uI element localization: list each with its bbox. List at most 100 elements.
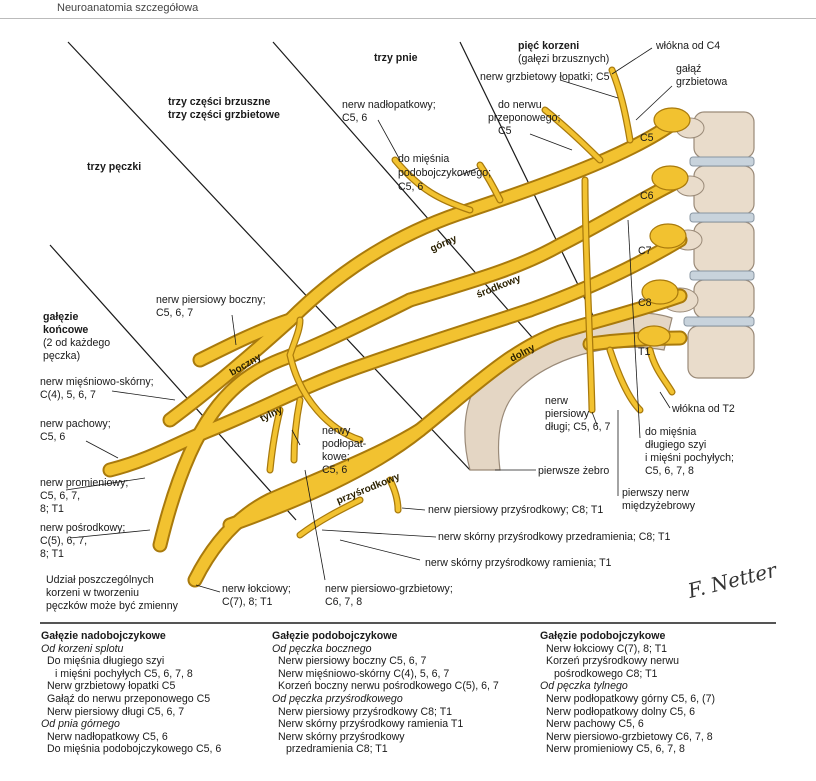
ulnar-nerve xyxy=(189,424,426,586)
label-subscapular-3: kowe; xyxy=(322,451,350,463)
label-fibers-t2: włókna od T2 xyxy=(671,403,735,415)
label-subscapular-4: C5, 6 xyxy=(322,464,347,476)
long-thoracic-nerve xyxy=(582,177,595,413)
label-fibers-c4: włókna od C4 xyxy=(655,40,720,52)
label-subscapular-1: nerwy xyxy=(322,425,351,437)
label-scalene-2: długiego szyi xyxy=(645,439,706,451)
legend-heading: Gałęzie nadobojczykowe xyxy=(41,630,166,642)
subclavius-nerve xyxy=(477,162,503,203)
first-intercostal-nerve xyxy=(607,347,643,413)
root-label-t1: T1 xyxy=(638,346,650,358)
legend-row: Nerw pachowy C5, 6 xyxy=(546,718,644,731)
label-ulnar-1: nerw łokciowy; xyxy=(222,583,291,595)
label-subclavius-1: do mięśnia xyxy=(398,153,449,165)
label-median-1: nerw pośrodkowy; xyxy=(40,522,125,534)
label-subclavius-3: C5, 6 xyxy=(398,181,423,193)
legend-row: Od pęczka tylnego xyxy=(540,680,628,693)
label-suprascapular-2: C5, 6 xyxy=(342,112,367,124)
nerve-labels: włókna od C4 gałąź grzbietowa nerw grzbi… xyxy=(40,40,735,612)
lower-subscapular-nerve xyxy=(291,397,303,463)
cords-heading: trzy pęczki xyxy=(87,161,141,173)
label-radial-3: 8; T1 xyxy=(40,503,64,515)
leader-lines xyxy=(65,47,673,593)
trunks-heading: trzy pnie xyxy=(374,52,418,64)
legend-row: Od pęczka przyśrodkowego xyxy=(272,692,403,705)
phrenic-branch-nerve xyxy=(542,107,603,163)
legend-row: Do mięśnia długiego szyi xyxy=(47,655,165,668)
legend-row: Gałąź do nerwu przeponowego C5 xyxy=(47,692,211,705)
label-axillary-1: nerw pachowy; xyxy=(40,418,111,430)
root-level-labels: C5 C6 C7 C8 T1 xyxy=(638,132,654,358)
label-subclavius-2: podobojczykowego; xyxy=(398,167,491,179)
legend-row: Nerw piersiowy boczny C5, 6, 7 xyxy=(278,655,427,668)
label-intercostal-2: międzyżebrowy xyxy=(622,500,696,512)
label-musculocut-2: C(4), 5, 6, 7 xyxy=(40,389,96,401)
guide-line-divisions xyxy=(272,41,553,361)
label-phrenic-1: do nerwu xyxy=(498,99,542,111)
legend-row: Korzeń boczny nerwu pośrodkowego C(5), 6… xyxy=(278,680,499,693)
legend-row: Nerw piersiowo-grzbietowy C6, 7, 8 xyxy=(546,730,713,743)
legend-column-supraclavicular: Gałęzie nadobojczykowe Od korzeni splotu… xyxy=(41,630,221,756)
label-subscapular-2: podłopat- xyxy=(322,438,367,450)
divisions-heading-1: trzy części brzuszne xyxy=(168,96,271,108)
label-median-2: C(5), 6, 7, xyxy=(40,535,87,547)
label-musculocut-1: nerw mięśniowo-skórny; xyxy=(40,376,154,388)
label-scalene-1: do mięśnia xyxy=(645,426,696,438)
legend-row: przedramienia C8; T1 xyxy=(286,743,388,756)
roots-heading: pięć korzeni xyxy=(518,40,579,52)
header-rule xyxy=(0,18,816,19)
t2-fibers-nerve xyxy=(647,347,675,395)
label-med-pectoral: nerw piersiowy przyśrodkowy; C8; T1 xyxy=(428,504,603,516)
terminal-heading-1: gałęzie xyxy=(43,311,78,323)
legend-row: Korzeń przyśrodkowy nerwu xyxy=(546,655,680,668)
terminal-heading-3: (2 od każdego xyxy=(43,337,110,349)
running-head: Neuroanatomia szczegółowa xyxy=(57,2,199,14)
root-label-c7: C7 xyxy=(638,245,652,257)
legend-rule xyxy=(40,622,776,624)
guide-line-cords xyxy=(67,41,471,471)
legend-row: pośrodkowego C8; T1 xyxy=(554,667,658,680)
legend-row: Nerw piersiowy przyśrodkowy C8; T1 xyxy=(278,705,453,718)
legend-row: Nerw skórny przyśrodkowy xyxy=(278,730,405,743)
legend-column-infraclavicular-1: Gałęzie podobojczykowe Od pęczka boczneg… xyxy=(272,630,499,756)
legend-heading: Gałęzie podobojczykowe xyxy=(540,630,666,642)
group-labels: pięć korzeni (gałęzi brzusznych) trzy pn… xyxy=(43,40,609,362)
label-scalene-4: C5, 6, 7, 8 xyxy=(645,465,694,477)
medial-pectoral-nerve xyxy=(387,477,401,513)
legend-row: Nerw piersiowy długi C5, 6, 7 xyxy=(47,705,185,718)
label-lat-pectoral-1: nerw piersiowy boczny; xyxy=(156,294,266,306)
vertebra-t1 xyxy=(693,279,755,319)
label-variable-3: pęczków może być zmienny xyxy=(46,600,179,612)
root-label-c6: C6 xyxy=(640,190,654,202)
upper-subscapular-nerve xyxy=(267,407,283,473)
label-lat-pectoral-2: C5, 6, 7 xyxy=(156,307,193,319)
label-radial-1: nerw promieniowy; xyxy=(40,477,128,489)
label-long-thoracic-3: długi; C5, 6, 7 xyxy=(545,421,610,433)
label-long-thoracic-1: nerw xyxy=(545,395,568,407)
lower-trunk-nerve xyxy=(224,290,686,531)
label-med-brach: nerw skórny przyśrodkowy ramienia; T1 xyxy=(425,557,612,569)
legend-row: Nerw łokciowy C(7), 8; T1 xyxy=(546,642,668,655)
label-thoracodorsal-2: C6, 7, 8 xyxy=(325,596,362,608)
label-axillary-2: C5, 6 xyxy=(40,431,65,443)
legend-row: Nerw promieniowy C5, 6, 7, 8 xyxy=(546,743,685,756)
intervertebral-discs xyxy=(683,156,755,327)
vertebra-c7 xyxy=(693,221,755,273)
legend-column-infraclavicular-2: Gałęzie podobojczykowe Nerw łokciowy C(7… xyxy=(540,630,715,756)
t1-root-nerve xyxy=(584,332,686,350)
label-med-antebrach: nerw skórny przyśrodkowy przedramienia; … xyxy=(438,531,670,543)
branch-legend: Gałęzie nadobojczykowe Od korzeni splotu… xyxy=(0,622,816,781)
vertebra-c5 xyxy=(693,111,755,159)
label-thoracodorsal-1: nerw piersiowo-grzbietowy; xyxy=(325,583,453,595)
suprascapular-nerve xyxy=(392,157,473,213)
label-dorsal-branch-1: gałąź xyxy=(676,63,701,75)
label-scalene-3: i mięśni pochyłych; xyxy=(645,452,734,464)
legend-row: Do mięśnia podobojczykowego C5, 6 xyxy=(47,743,222,756)
label-variable-1: Udział poszczególnych xyxy=(46,574,154,586)
label-phrenic-3: C5 xyxy=(498,125,512,137)
label-variable-2: korzeni w tworzeniu xyxy=(46,587,139,599)
vertebra-t2 xyxy=(687,325,755,379)
legend-row: Nerw grzbietowy łopatki C5 xyxy=(47,680,176,693)
